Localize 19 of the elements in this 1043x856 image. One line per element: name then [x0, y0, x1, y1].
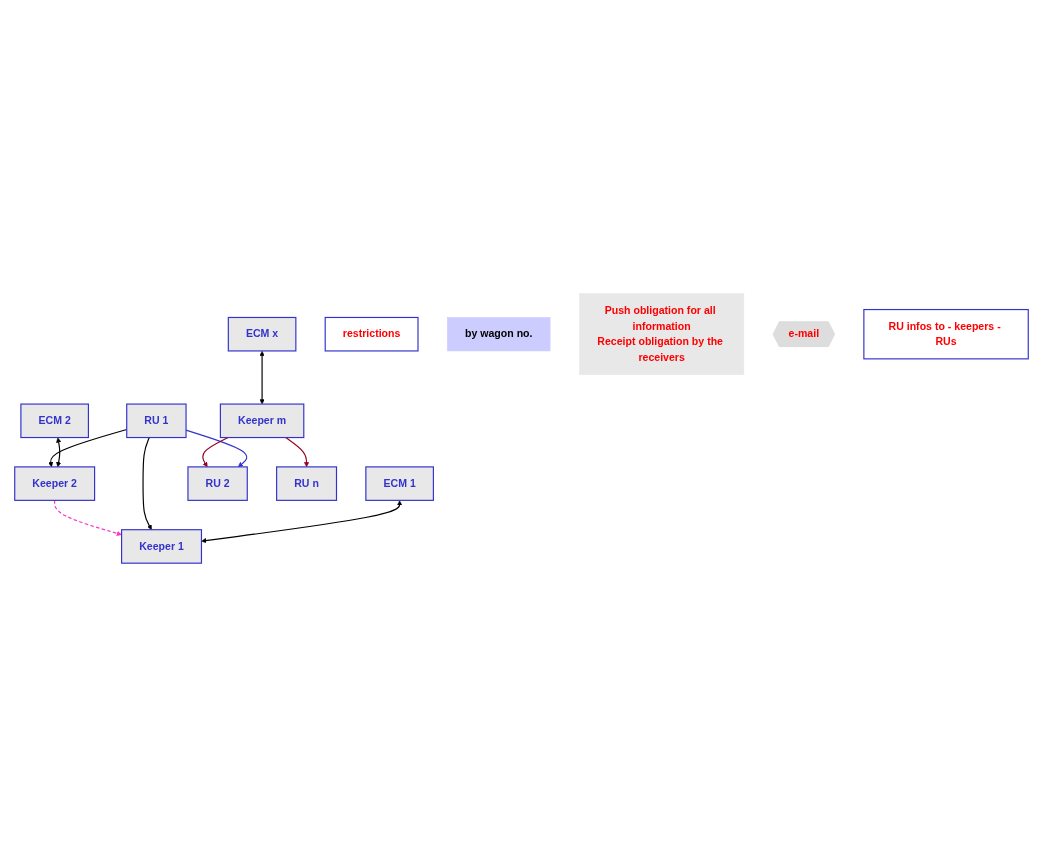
- node-box: restrictions: [324, 316, 419, 352]
- node-box: ECM 2: [20, 403, 89, 438]
- arrow: [285, 436, 310, 467]
- node-box: Keeper 1: [121, 528, 203, 564]
- node-box: RU infos to - keepers - RUs: [863, 308, 1029, 359]
- arrow: [56, 437, 62, 467]
- arrow: [201, 499, 403, 543]
- arrow: [54, 499, 122, 536]
- node-box: ECM 1: [365, 465, 434, 501]
- node-box: Keeper m: [219, 403, 305, 438]
- arrow: [259, 350, 265, 404]
- node-box: Keeper 2: [14, 465, 96, 501]
- node-box: RU 2: [187, 465, 248, 501]
- arrow: [202, 436, 229, 467]
- node-box: RU n: [276, 465, 338, 501]
- node-box: ECM x: [227, 316, 297, 352]
- arrow: [142, 436, 152, 530]
- node-box: RU 1: [126, 403, 187, 438]
- node-box: by wagon no.: [447, 316, 551, 351]
